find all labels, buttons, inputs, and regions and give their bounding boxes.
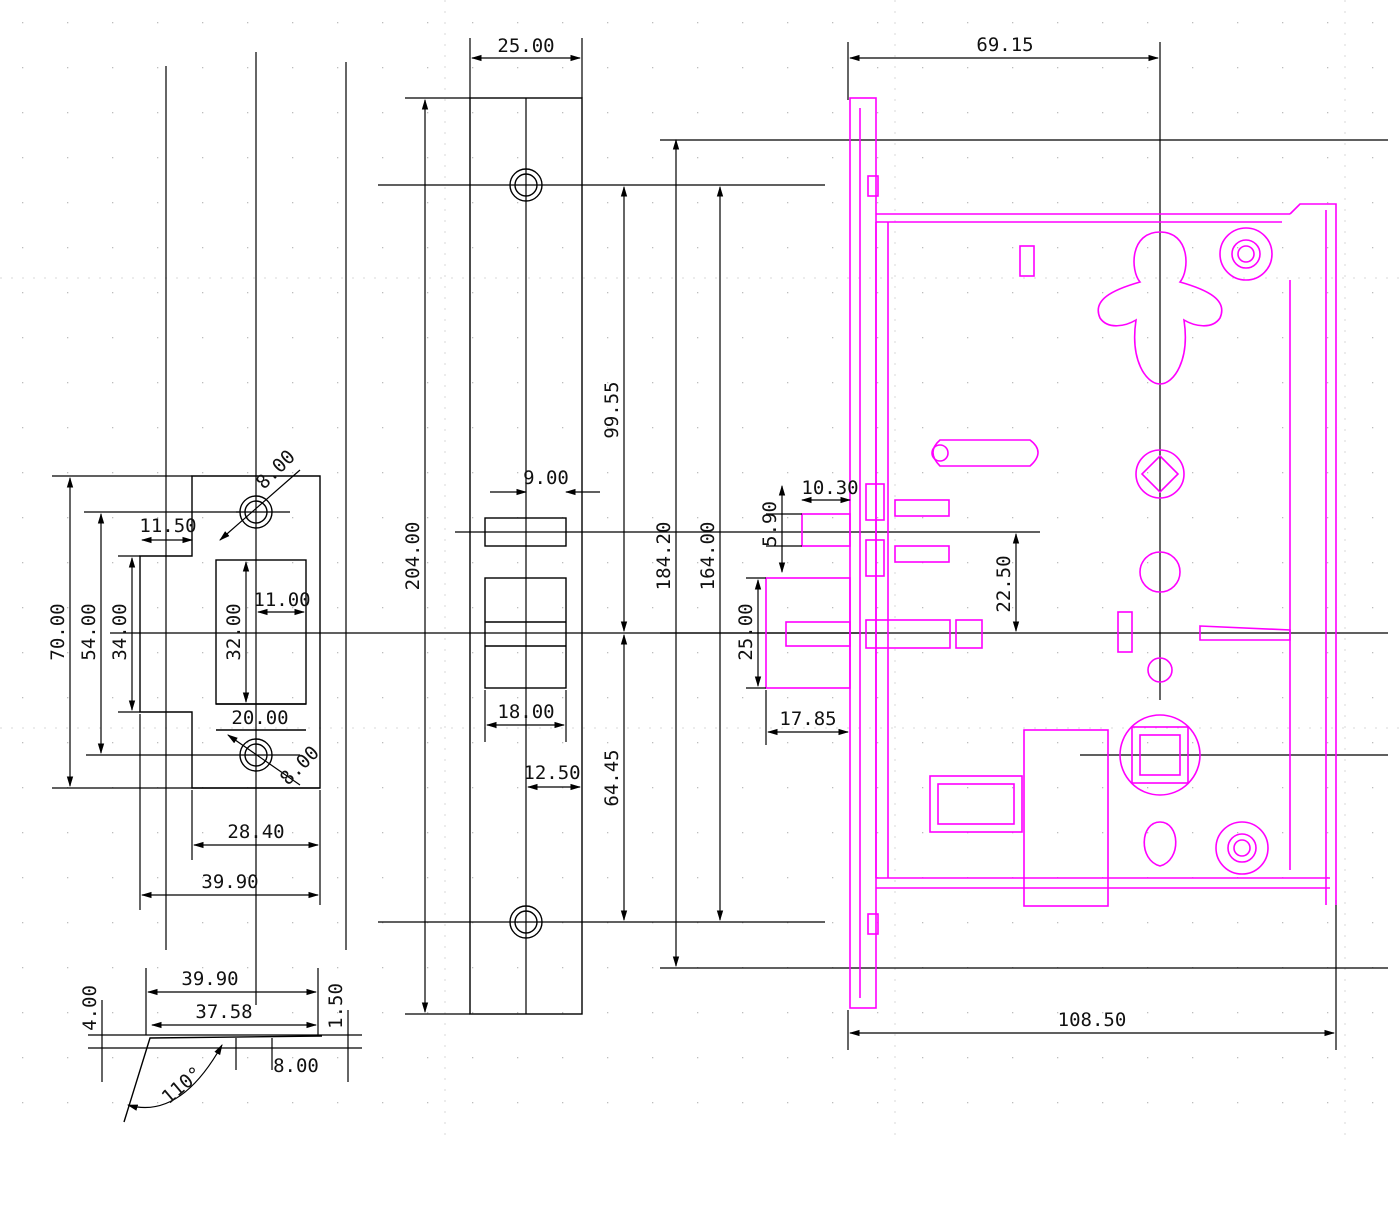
dim-lock-bolt-17-85: 17.85 [779, 708, 836, 730]
strike-profile-view: 39.90 37.58 4.00 1.50 8.00 110° [79, 968, 362, 1123]
dim-faceplate-204: 204.00 [402, 522, 424, 591]
lock-body-view: 69.15 164.00 10.30 5.90 22.50 25.00 17.8… [660, 34, 1388, 1050]
dim-profile-8: 8.00 [273, 1055, 319, 1077]
dim-faceplate-64-45: 64.45 [601, 749, 623, 806]
dim-strike-11-50: 11.50 [139, 515, 196, 537]
dim-strike-28-40: 28.40 [227, 821, 284, 843]
dim-lock-latch-10-30: 10.30 [801, 477, 858, 499]
dim-faceplate-99-55: 99.55 [601, 381, 623, 438]
lock-screw-top-icon [1219, 227, 1273, 281]
dim-strike-70: 70.00 [47, 603, 69, 660]
dim-faceplate-deadbolt-18: 18.00 [497, 701, 554, 723]
dim-strike-54: 54.00 [78, 603, 100, 660]
dim-profile-37-58: 37.58 [195, 1001, 252, 1023]
lock-screw-bottom-icon [1215, 821, 1269, 875]
background-grid [0, 0, 1400, 1140]
diamond-follower-icon [1135, 449, 1185, 499]
dim-lock-depth-108-50: 108.50 [1058, 1009, 1127, 1031]
dim-strike-window-32: 32.00 [223, 603, 245, 660]
dim-lock-22-50: 22.50 [993, 555, 1015, 612]
screw-hole-bottom-icon [86, 738, 300, 772]
dim-strike-39-90: 39.90 [201, 871, 258, 893]
dim-lock-bolt-25: 25.00 [735, 603, 757, 660]
cylinder-keyhole-icon [1097, 231, 1223, 385]
dim-faceplate-latch-9: 9.00 [523, 467, 569, 489]
dim-profile-4: 4.00 [79, 985, 101, 1031]
dim-faceplate-12-50: 12.50 [523, 762, 580, 784]
dim-lock-164: 164.00 [697, 522, 719, 591]
dim-lock-backset-69-15: 69.15 [976, 34, 1033, 56]
dim-strike-34: 34.00 [109, 603, 131, 660]
faceplate-view: 25.00 204.00 9.00 99.55 184.20 18.00 64.… [378, 35, 1040, 1015]
dim-lock-latch-5-90: 5.90 [759, 501, 781, 547]
dim-faceplate-25: 25.00 [497, 35, 554, 57]
dim-strike-window-11: 11.00 [253, 589, 310, 611]
dim-strike-window-20: 20.00 [231, 707, 288, 729]
square-hub-icon [1119, 714, 1201, 796]
dim-profile-39-90: 39.90 [181, 968, 238, 990]
dim-faceplate-184-20: 184.20 [653, 522, 675, 591]
dim-profile-1-50: 1.50 [325, 983, 347, 1029]
